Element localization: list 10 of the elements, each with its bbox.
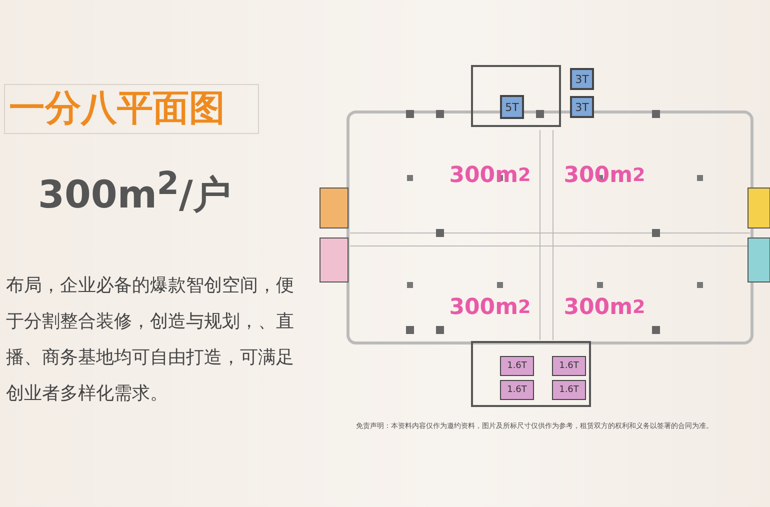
- elevator-box: 5T: [500, 95, 524, 119]
- description-paragraph: 布局，企业必备的爆款智创空间，便于分割整合装修，创造与规划，、直播、商务基地均可自由打造，可满足创业者多样化需求。: [6, 274, 295, 406]
- elevator-box: 3T: [570, 96, 594, 118]
- elevator-box: 1.6T: [500, 356, 534, 376]
- elevator-box: 3T: [570, 68, 594, 90]
- area-per-unit-text: 300m$^{2}$/户: [38, 166, 231, 219]
- elevator-box: 1.6T: [552, 380, 586, 400]
- elevator-box: 1.6T: [500, 380, 534, 400]
- elevator-box: 1.6T: [552, 356, 586, 376]
- title-heading: 一分八平面图: [4, 84, 259, 134]
